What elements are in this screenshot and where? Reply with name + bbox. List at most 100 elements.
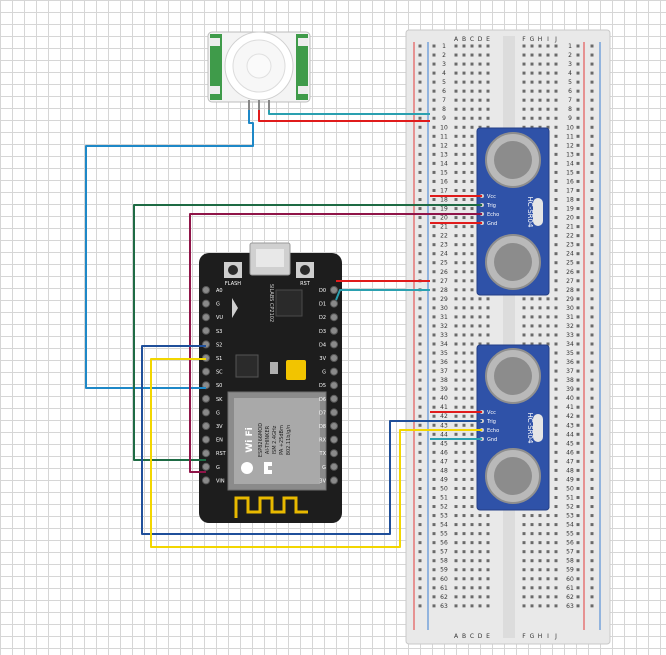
breadboard-hole[interactable] xyxy=(454,496,458,499)
breadboard-hole[interactable] xyxy=(486,342,490,346)
breadboard-hole[interactable] xyxy=(538,62,542,66)
breadboard-hole[interactable] xyxy=(454,414,458,418)
breadboard-hole[interactable] xyxy=(576,62,580,66)
breadboard-hole[interactable] xyxy=(576,252,580,256)
breadboard-hole[interactable] xyxy=(470,396,474,400)
breadboard-hole[interactable] xyxy=(522,550,526,554)
breadboard-hole[interactable] xyxy=(590,107,594,111)
breadboard-hole[interactable] xyxy=(418,604,422,608)
breadboard-hole[interactable] xyxy=(590,432,594,436)
breadboard-hole[interactable] xyxy=(418,89,422,93)
breadboard-hole[interactable] xyxy=(470,477,474,481)
header-pin[interactable] xyxy=(330,381,338,390)
breadboard-hole[interactable] xyxy=(454,252,458,256)
breadboard-hole[interactable] xyxy=(462,188,466,192)
breadboard-hole[interactable] xyxy=(576,198,580,202)
breadboard-hole[interactable] xyxy=(576,315,580,319)
breadboard-hole[interactable] xyxy=(432,450,436,454)
breadboard-hole[interactable] xyxy=(462,324,466,328)
breadboard-hole[interactable] xyxy=(470,342,474,346)
breadboard-hole[interactable] xyxy=(486,89,490,93)
breadboard-hole[interactable] xyxy=(418,514,422,518)
breadboard-hole[interactable] xyxy=(576,71,580,75)
breadboard-hole[interactable] xyxy=(454,523,458,527)
breadboard-hole[interactable] xyxy=(470,568,474,572)
breadboard-hole[interactable] xyxy=(530,297,534,301)
header-pin[interactable] xyxy=(202,476,210,485)
breadboard-hole[interactable] xyxy=(590,152,594,156)
breadboard-hole[interactable] xyxy=(462,80,466,84)
breadboard-hole[interactable] xyxy=(576,486,580,490)
breadboard-hole[interactable] xyxy=(418,225,422,229)
breadboard-hole[interactable] xyxy=(462,414,466,418)
breadboard-hole[interactable] xyxy=(590,405,594,409)
breadboard-hole[interactable] xyxy=(590,414,594,418)
breadboard-hole[interactable] xyxy=(478,514,482,518)
breadboard-hole[interactable] xyxy=(554,216,558,220)
breadboard-hole[interactable] xyxy=(486,80,490,84)
breadboard-hole[interactable] xyxy=(522,306,526,310)
breadboard-hole[interactable] xyxy=(576,595,580,599)
breadboard-hole[interactable] xyxy=(454,514,458,518)
breadboard-hole[interactable] xyxy=(470,423,474,427)
breadboard-hole[interactable] xyxy=(576,98,580,102)
breadboard-hole[interactable] xyxy=(554,252,558,256)
breadboard-hole[interactable] xyxy=(454,170,458,174)
breadboard-hole[interactable] xyxy=(432,360,436,364)
breadboard-hole[interactable] xyxy=(470,369,474,373)
nodemcu-board[interactable]: FLASH RST SILABS CP2102 ESP8266MOD AI-TH… xyxy=(199,242,342,523)
breadboard-hole[interactable] xyxy=(432,604,436,608)
breadboard-hole[interactable] xyxy=(418,261,422,265)
header-pin[interactable] xyxy=(202,313,210,322)
breadboard-hole[interactable] xyxy=(530,71,534,75)
breadboard-hole[interactable] xyxy=(554,62,558,66)
breadboard-hole[interactable] xyxy=(576,216,580,220)
breadboard-hole[interactable] xyxy=(418,62,422,66)
breadboard-hole[interactable] xyxy=(432,369,436,373)
breadboard-hole[interactable] xyxy=(538,586,542,590)
breadboard-hole[interactable] xyxy=(554,225,558,229)
breadboard-hole[interactable] xyxy=(470,198,474,202)
breadboard-hole[interactable] xyxy=(462,351,466,355)
breadboard-hole[interactable] xyxy=(554,161,558,165)
breadboard-hole[interactable] xyxy=(432,306,436,310)
breadboard-hole[interactable] xyxy=(454,387,458,391)
breadboard-hole[interactable] xyxy=(462,143,466,147)
breadboard-hole[interactable] xyxy=(478,89,482,93)
breadboard-hole[interactable] xyxy=(462,604,466,608)
breadboard-hole[interactable] xyxy=(470,550,474,554)
breadboard-hole[interactable] xyxy=(590,62,594,66)
breadboard-hole[interactable] xyxy=(538,595,542,599)
breadboard-hole[interactable] xyxy=(538,568,542,572)
breadboard-hole[interactable] xyxy=(530,44,534,48)
breadboard-hole[interactable] xyxy=(576,559,580,563)
breadboard-hole[interactable] xyxy=(432,432,436,436)
breadboard-hole[interactable] xyxy=(486,71,490,75)
breadboard-hole[interactable] xyxy=(590,324,594,328)
breadboard-hole[interactable] xyxy=(470,414,474,418)
breadboard-hole[interactable] xyxy=(530,532,534,536)
breadboard-hole[interactable] xyxy=(478,550,482,554)
breadboard-hole[interactable] xyxy=(432,170,436,174)
header-pin[interactable] xyxy=(330,286,338,294)
header-pin[interactable] xyxy=(330,422,338,430)
breadboard-hole[interactable] xyxy=(590,423,594,427)
breadboard-hole[interactable] xyxy=(546,550,550,554)
breadboard-hole[interactable] xyxy=(554,89,558,93)
breadboard-hole[interactable] xyxy=(576,414,580,418)
breadboard-hole[interactable] xyxy=(522,62,526,66)
breadboard-hole[interactable] xyxy=(590,586,594,590)
breadboard-hole[interactable] xyxy=(462,125,466,129)
breadboard-hole[interactable] xyxy=(590,595,594,599)
breadboard-hole[interactable] xyxy=(432,333,436,337)
breadboard-hole[interactable] xyxy=(470,152,474,156)
breadboard-hole[interactable] xyxy=(470,351,474,355)
breadboard-hole[interactable] xyxy=(462,161,466,165)
breadboard-hole[interactable] xyxy=(470,360,474,364)
breadboard-hole[interactable] xyxy=(478,44,482,48)
breadboard-hole[interactable] xyxy=(530,333,534,337)
breadboard-hole[interactable] xyxy=(554,261,558,265)
breadboard-hole[interactable] xyxy=(546,541,550,545)
breadboard-hole[interactable] xyxy=(454,161,458,165)
breadboard-hole[interactable] xyxy=(462,71,466,75)
